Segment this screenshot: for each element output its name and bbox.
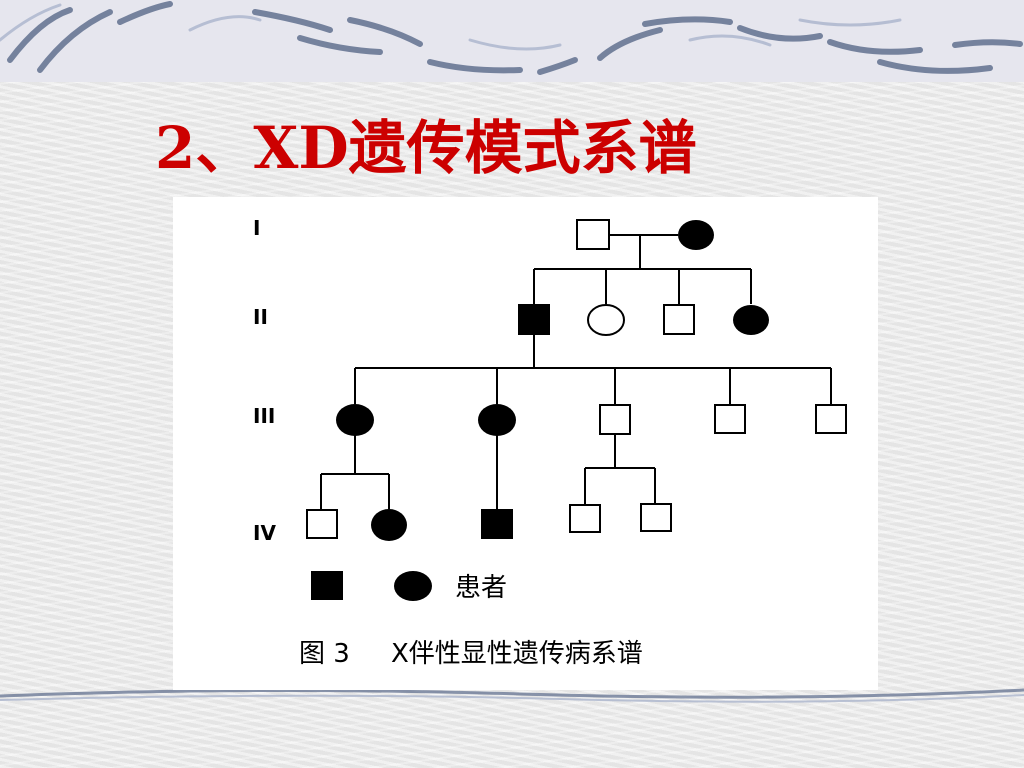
pedigree-chart: I II III IV <box>253 216 847 669</box>
pedigree-male-unaffected <box>599 404 631 435</box>
pedigree-female-affected <box>678 220 714 250</box>
pedigree-male-affected <box>518 304 550 335</box>
slide-title: 2、XD遗传模式系谱 <box>155 114 697 182</box>
generation-label-ii: II <box>253 305 268 329</box>
figure-caption: X伴性显性遗传病系谱 <box>391 639 643 669</box>
generation-label-iv: IV <box>253 521 276 545</box>
pedigree-female-affected <box>733 305 769 335</box>
pedigree-lines <box>320 234 832 509</box>
pedigree-female-affected <box>371 509 407 541</box>
legend-affected-female-symbol <box>394 571 432 601</box>
generation-label-iii: III <box>253 404 275 428</box>
pedigree-male-unaffected <box>306 509 338 539</box>
pedigree-female-unaffected <box>587 304 625 336</box>
pedigree-male-unaffected <box>569 504 601 533</box>
pedigree-male-unaffected <box>640 503 672 532</box>
pedigree-female-affected <box>336 404 374 436</box>
pedigree-male-unaffected <box>663 304 695 335</box>
pedigree-male-unaffected <box>815 404 847 434</box>
pedigree-male-affected <box>481 509 513 539</box>
top-decorative-band <box>0 0 1024 82</box>
legend-affected-male-symbol <box>311 571 343 600</box>
pedigree-male-unaffected <box>576 219 610 250</box>
generation-label-i: I <box>253 216 260 240</box>
legend-affected-label: 患者 <box>455 573 507 603</box>
pedigree-male-unaffected <box>714 404 746 434</box>
bottom-decorative-band <box>0 688 1024 703</box>
pedigree-female-affected <box>478 404 516 436</box>
pedigree-figure: I II III IV <box>173 197 878 690</box>
figure-number: 图 3 <box>299 639 350 669</box>
